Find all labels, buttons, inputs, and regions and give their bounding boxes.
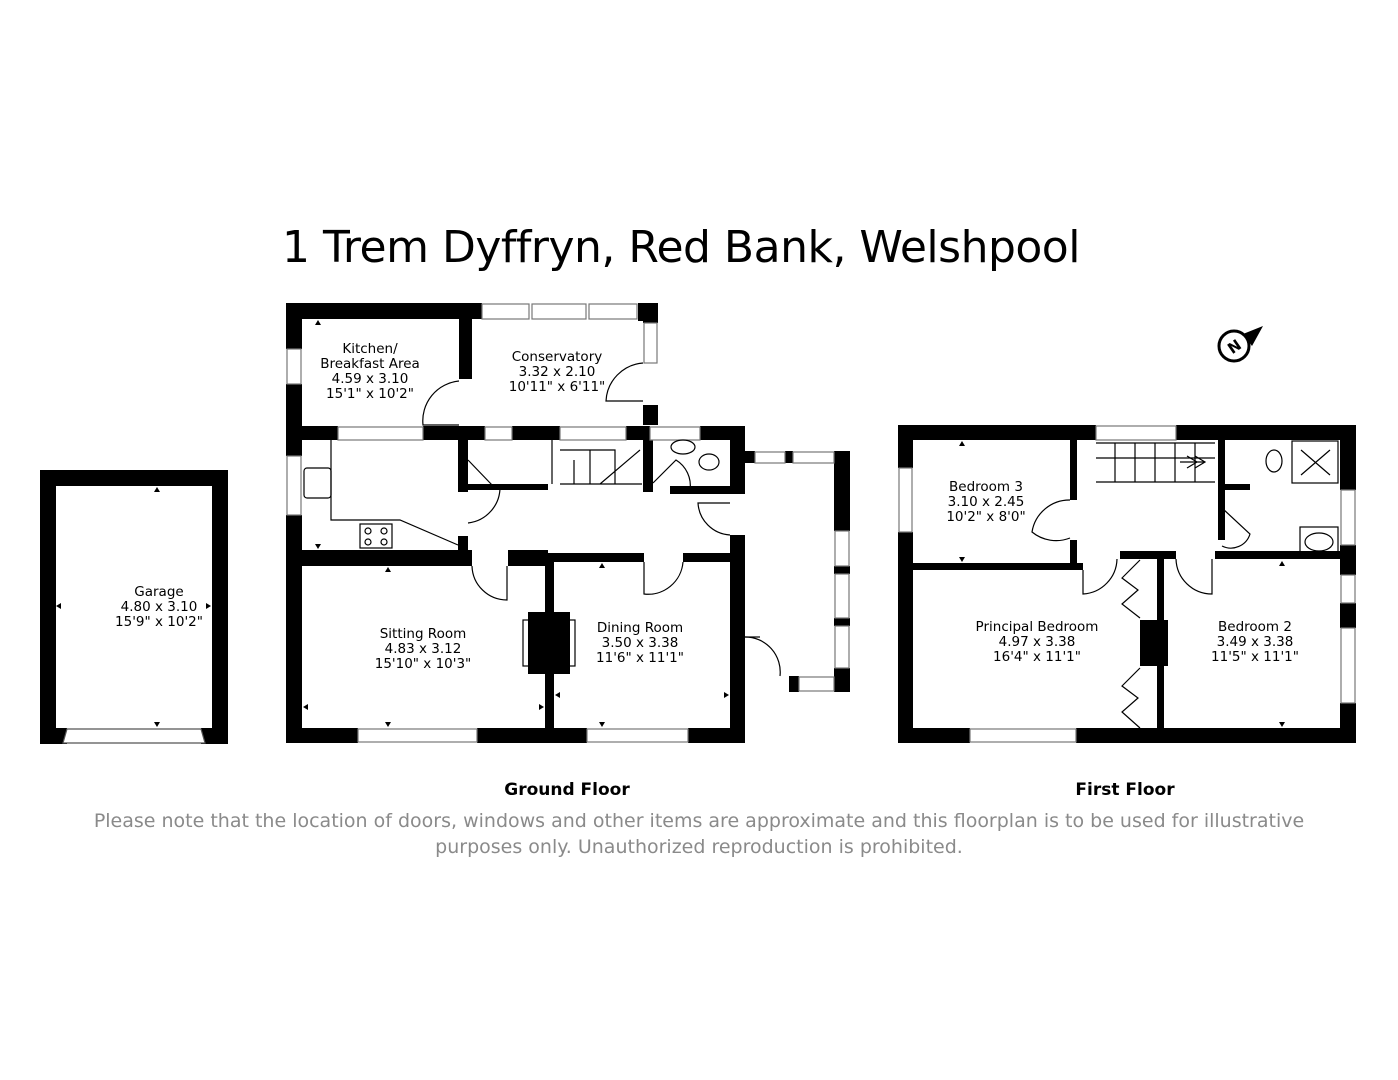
room-name: Kitchen/ [342,341,398,357]
room-conservatory: Conservatory 3.32 x 2.10 10'11" x 6'11" [509,350,606,395]
room-bedroom-3: Bedroom 3 3.10 x 2.45 10'2" x 8'0" [946,480,1025,525]
room-bedroom-2: Bedroom 2 3.49 x 3.38 11'5" x 11'1" [1211,620,1299,665]
room-principal-bedroom: Principal Bedroom 4.97 x 3.38 16'4" x 11… [976,620,1099,665]
room-metric: 3.32 x 2.10 [518,364,596,380]
room-imperial: 16'4" x 11'1" [993,649,1081,665]
room-imperial: 11'5" x 11'1" [1211,649,1299,665]
first-floor-label: First Floor [1075,780,1175,800]
room-imperial: 15'9" x 10'2" [115,614,203,630]
room-imperial: 10'11" x 6'11" [508,379,606,395]
room-metric: 3.50 x 3.38 [601,635,679,651]
room-metric: 4.97 x 3.38 [998,634,1076,650]
room-name: Conservatory [511,349,603,365]
disclaimer: Please note that the location of doors, … [0,808,1398,860]
room-kitchen: Kitchen/ Breakfast Area 4.59 x 3.10 15'1… [320,342,420,402]
room-imperial: 15'1" x 10'2" [326,386,414,402]
room-name-line2: Breakfast Area [320,356,420,372]
room-name: Bedroom 2 [1218,619,1292,635]
room-imperial: 11'6" x 11'1" [596,650,684,666]
room-garage: Garage 4.80 x 3.10 15'9" x 10'2" [115,585,203,630]
room-name: Principal Bedroom [975,619,1099,635]
room-name: Bedroom 3 [949,479,1023,495]
room-metric: 4.83 x 3.12 [384,641,462,657]
room-imperial: 10'2" x 8'0" [946,509,1026,525]
ground-floor-label: Ground Floor [504,780,630,800]
room-metric: 3.10 x 2.45 [947,494,1025,510]
room-dining-room: Dining Room 3.50 x 3.38 11'6" x 11'1" [596,621,684,666]
room-name: Dining Room [596,620,684,636]
north-compass-icon: N [1217,326,1263,363]
room-name: Sitting Room [379,626,467,642]
plan-title: 1 Trem Dyffryn, Red Bank, Welshpool [282,222,1080,273]
disclaimer-line-2: purposes only. Unauthorized reproduction… [435,836,963,858]
room-name: Garage [134,584,184,600]
room-imperial: 15'10" x 10'3" [374,656,472,672]
room-metric: 4.59 x 3.10 [331,371,409,387]
disclaimer-line-1: Please note that the location of doors, … [93,810,1305,832]
room-sitting-room: Sitting Room 4.83 x 3.12 15'10" x 10'3" [375,627,472,672]
garage-walls [40,470,228,744]
room-metric: 3.49 x 3.38 [1216,634,1294,650]
room-metric: 4.80 x 3.10 [120,599,198,615]
